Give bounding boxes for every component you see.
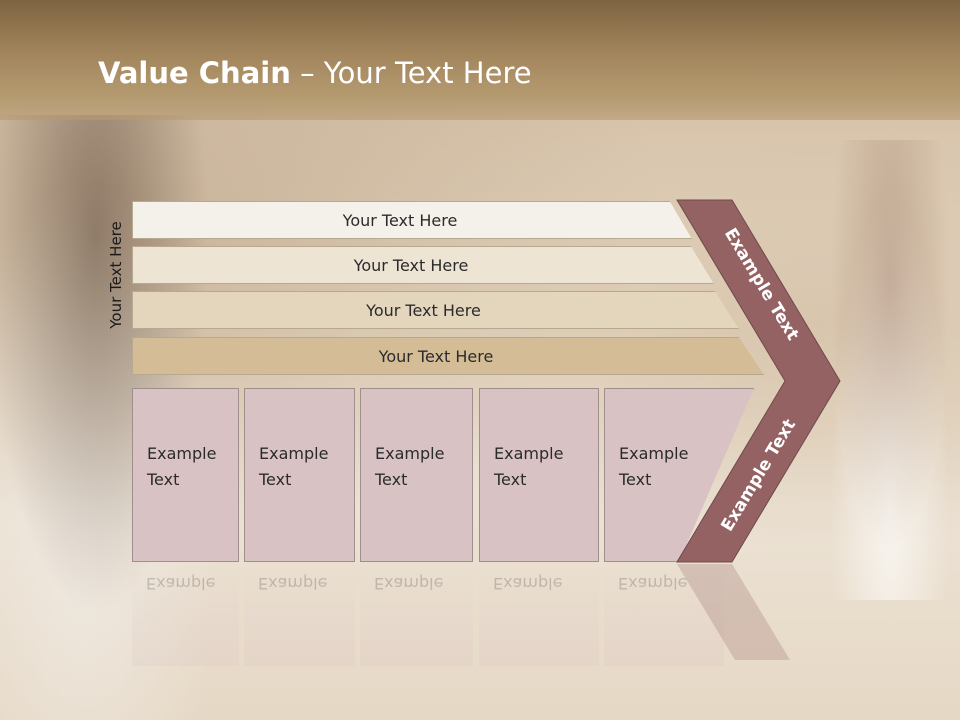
box-line-2: Text — [259, 470, 292, 489]
value-bar-label: Your Text Here — [353, 255, 469, 275]
box-line-1: Example — [375, 444, 445, 463]
header-band — [0, 0, 960, 120]
example-box-4[interactable]: Example Text — [479, 388, 599, 562]
value-bar-4[interactable]: Your Text Here — [132, 337, 764, 375]
example-box-3[interactable]: Example Text — [360, 388, 473, 562]
chef-figure-right — [820, 140, 960, 600]
value-bar-label: Your Text Here — [342, 210, 458, 230]
box-line-2: Text — [619, 470, 652, 489]
value-bar-label: Your Text Here — [366, 300, 481, 320]
slide-title-bold: Value Chain — [98, 56, 291, 90]
value-bar-label: Your Text Here — [378, 346, 494, 366]
chevron-reflection — [677, 564, 790, 660]
box-line-2: Text — [147, 470, 180, 489]
box-line-2: Text — [494, 470, 527, 489]
slide-title-rest: – Your Text Here — [290, 56, 532, 90]
box-line-2: Text — [375, 470, 408, 489]
box-line-1: Example — [619, 444, 689, 463]
value-bar-3[interactable]: Your Text Here — [132, 291, 739, 329]
value-bar-2[interactable]: Your Text Here — [132, 246, 714, 284]
box-line-1: Example — [259, 444, 329, 463]
value-bar-1[interactable]: Your Text Here — [132, 201, 692, 239]
example-box-2[interactable]: Example Text — [244, 388, 355, 562]
box-line-1: Example — [494, 444, 564, 463]
chevron-arrow[interactable] — [676, 199, 841, 563]
example-box-1[interactable]: Example Text — [132, 388, 239, 562]
box-line-1: Example — [147, 444, 217, 463]
slide-title[interactable]: Value Chain – Your Text Here — [98, 56, 532, 90]
